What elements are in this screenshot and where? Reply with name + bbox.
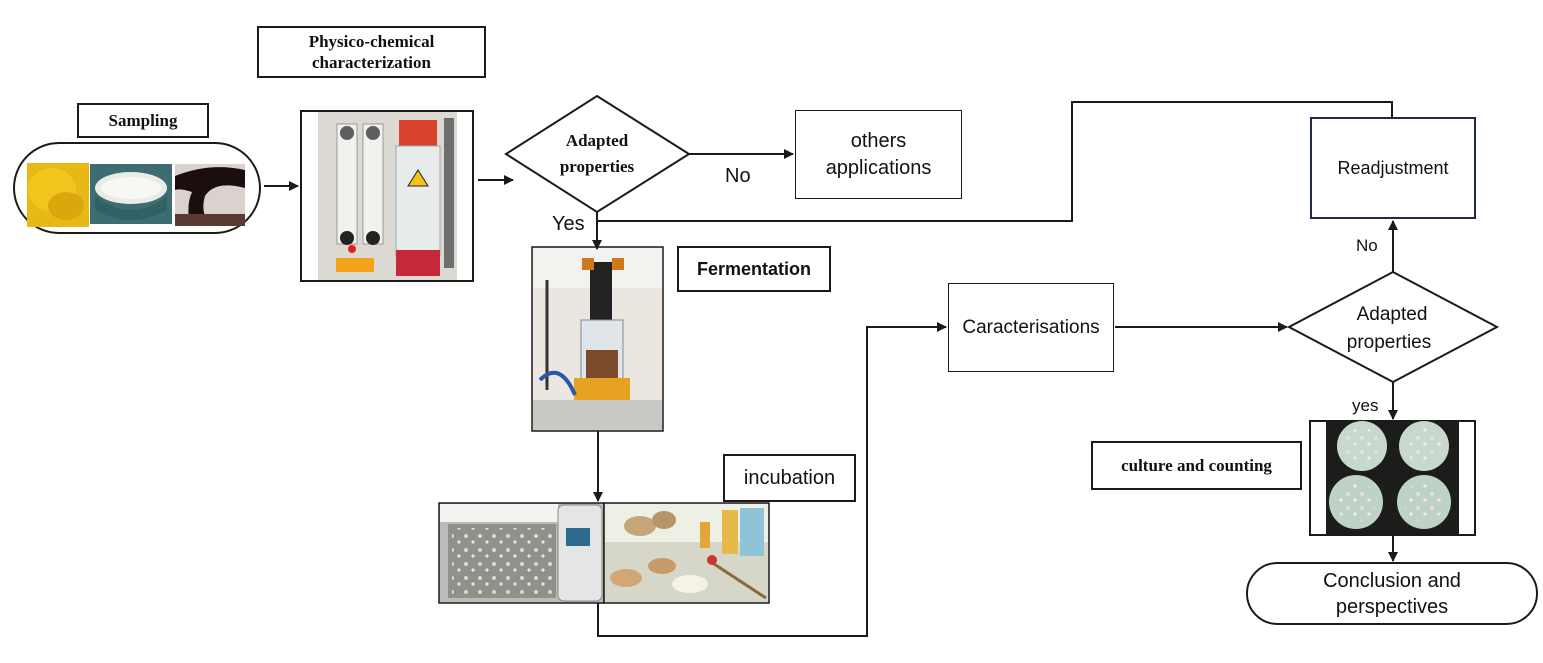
decision-diamond-first xyxy=(504,94,691,214)
physico-line1: Physico-chemical xyxy=(308,32,435,51)
edge-label-no-second: No xyxy=(1356,236,1378,255)
decision-second-line2: properties xyxy=(1347,332,1432,353)
edge-label-yes-second: yes xyxy=(1352,396,1379,415)
decision-second-line1: Adapted xyxy=(1357,304,1428,325)
sampling-container xyxy=(13,142,261,234)
lab-bench-photo xyxy=(603,502,770,604)
others-line2: applications xyxy=(825,156,932,179)
petri-dishes-photo xyxy=(1309,420,1476,536)
decision-first-line1: Adapted xyxy=(566,131,629,150)
fermenter-photo xyxy=(531,246,664,432)
conclusion-line1: Conclusion and xyxy=(1323,569,1461,592)
sample-photo-dark-liquid xyxy=(175,164,245,226)
others-applications-box: others applications xyxy=(795,110,962,199)
flowmeter-apparatus-photo xyxy=(300,110,474,282)
conclusion-line2: perspectives xyxy=(1335,595,1449,618)
fermentation-label: Fermentation xyxy=(677,246,831,292)
sample-photo-bowl xyxy=(90,164,172,224)
physico-line2: characterization xyxy=(312,53,431,72)
readjustment-box: Readjustment xyxy=(1310,117,1476,219)
edge-label-yes-first: Yes xyxy=(552,213,585,235)
incubation-label: incubation xyxy=(723,454,856,502)
edge-label-no-first: No xyxy=(725,165,751,187)
culture-and-counting-label: culture and counting xyxy=(1091,441,1302,490)
sample-photo-yellow xyxy=(27,163,89,227)
sampling-label: Sampling xyxy=(77,103,209,138)
conclusion-terminal: Conclusion and perspectives xyxy=(1246,562,1538,625)
caracterisations-box: Caracterisations xyxy=(948,283,1114,372)
incubator-photo xyxy=(438,502,605,604)
arrow-incubation-to-caracterisations xyxy=(597,322,947,637)
others-line1: others xyxy=(850,129,907,152)
decision-first-line2: properties xyxy=(560,157,635,176)
decision-diamond-second xyxy=(1286,270,1500,384)
line-loop-from-readjustment xyxy=(597,101,1393,222)
physico-chemical-label: Physico-chemical characterization xyxy=(257,26,486,78)
